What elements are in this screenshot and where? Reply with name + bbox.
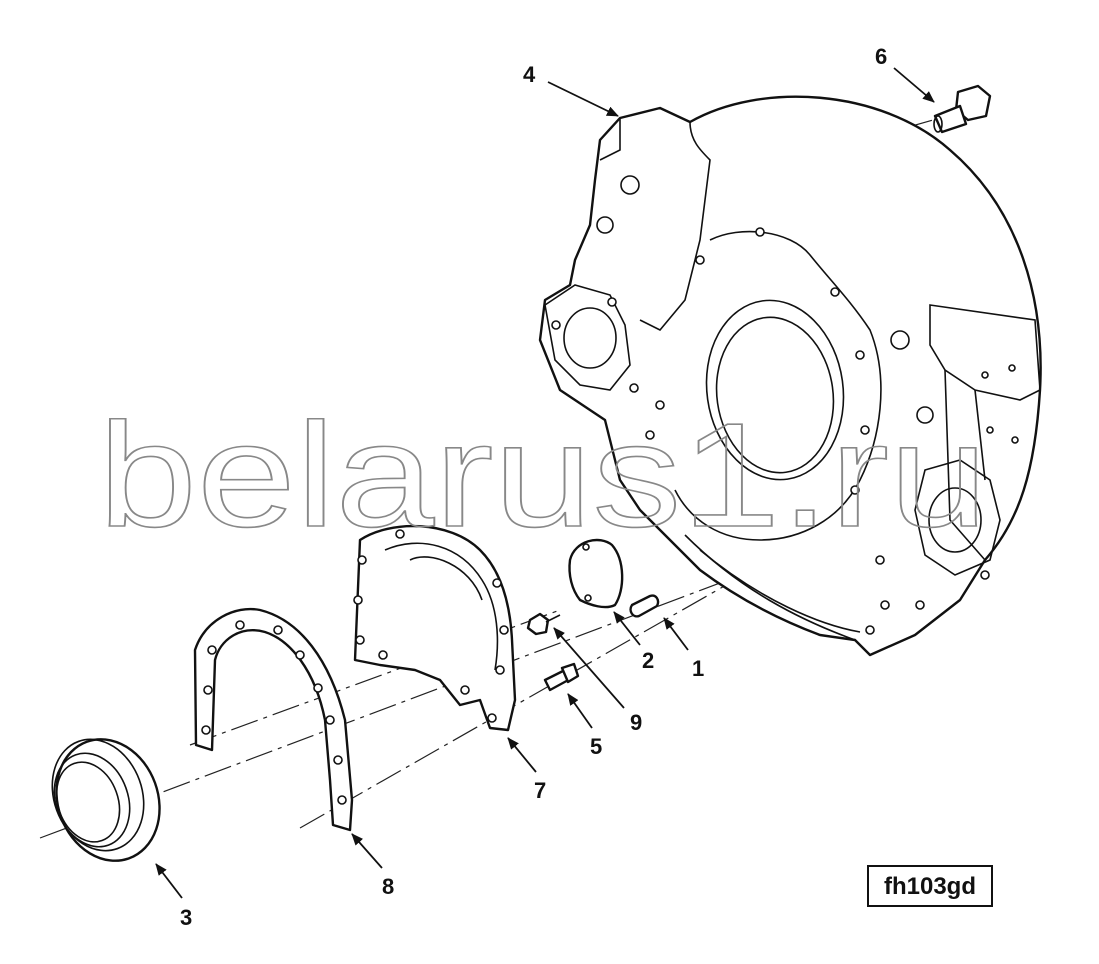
- bolt-6: [933, 84, 992, 134]
- callout-4: 4: [523, 62, 536, 87]
- leader-7: [507, 737, 537, 773]
- rear-seal-housing: [353, 524, 517, 732]
- leader-3: [155, 863, 183, 899]
- leader-6: [893, 67, 935, 103]
- callout-8: 8: [382, 874, 394, 899]
- screw-9: [526, 612, 561, 636]
- callout-5: 5: [590, 734, 602, 759]
- rear-crankshaft-seal: [51, 738, 161, 862]
- callout-7: 7: [534, 778, 546, 803]
- leader-1: [663, 617, 689, 651]
- figure-id-box: [867, 865, 993, 907]
- leader-4: [547, 81, 619, 117]
- figure-id-text: fh103gd: [884, 873, 976, 900]
- leader-arrows: [155, 67, 935, 899]
- watermark-text: belarus1.ru: [98, 393, 988, 558]
- callout-9: 9: [630, 710, 642, 735]
- gasket: [193, 607, 354, 832]
- bolt-5: [543, 662, 580, 692]
- figure-id-tag: fh103gd: [867, 865, 993, 907]
- flywheel-housing: [538, 95, 1042, 657]
- cover-plate: [568, 538, 624, 609]
- callout-1: 1: [692, 656, 704, 681]
- callout-3: 3: [180, 905, 192, 930]
- leader-8: [351, 833, 383, 869]
- leader-5: [567, 693, 593, 729]
- callout-2: 2: [642, 648, 654, 673]
- dowel-pin: [629, 594, 660, 618]
- leader-9: [553, 627, 625, 709]
- leader-2: [613, 611, 641, 646]
- callout-labels: 1 2 3 4 5 6 7 8 9: [180, 44, 887, 930]
- callout-6: 6: [875, 44, 887, 69]
